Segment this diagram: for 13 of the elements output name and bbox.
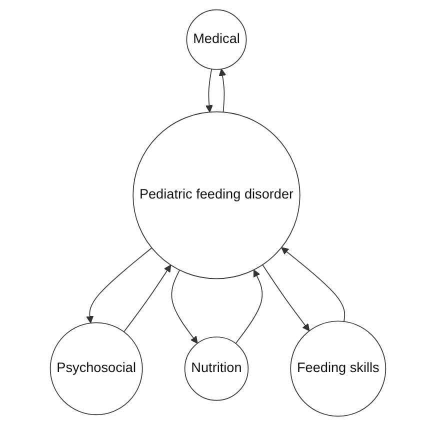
arrow [171, 270, 198, 344]
node-circle: Nutrition [184, 336, 249, 401]
arrow [86, 247, 152, 324]
arrow [262, 264, 310, 332]
node-circle: Feeding skills [290, 320, 386, 417]
arrow [124, 264, 172, 332]
arrow [218, 68, 226, 113]
arrow [235, 270, 263, 344]
node-circle: Psychosocial [50, 322, 143, 416]
node-circle: Pediatric feeding disorder [132, 111, 300, 280]
node-circle: Medical [186, 9, 247, 70]
arrow [205, 68, 213, 112]
arrow [281, 247, 346, 322]
